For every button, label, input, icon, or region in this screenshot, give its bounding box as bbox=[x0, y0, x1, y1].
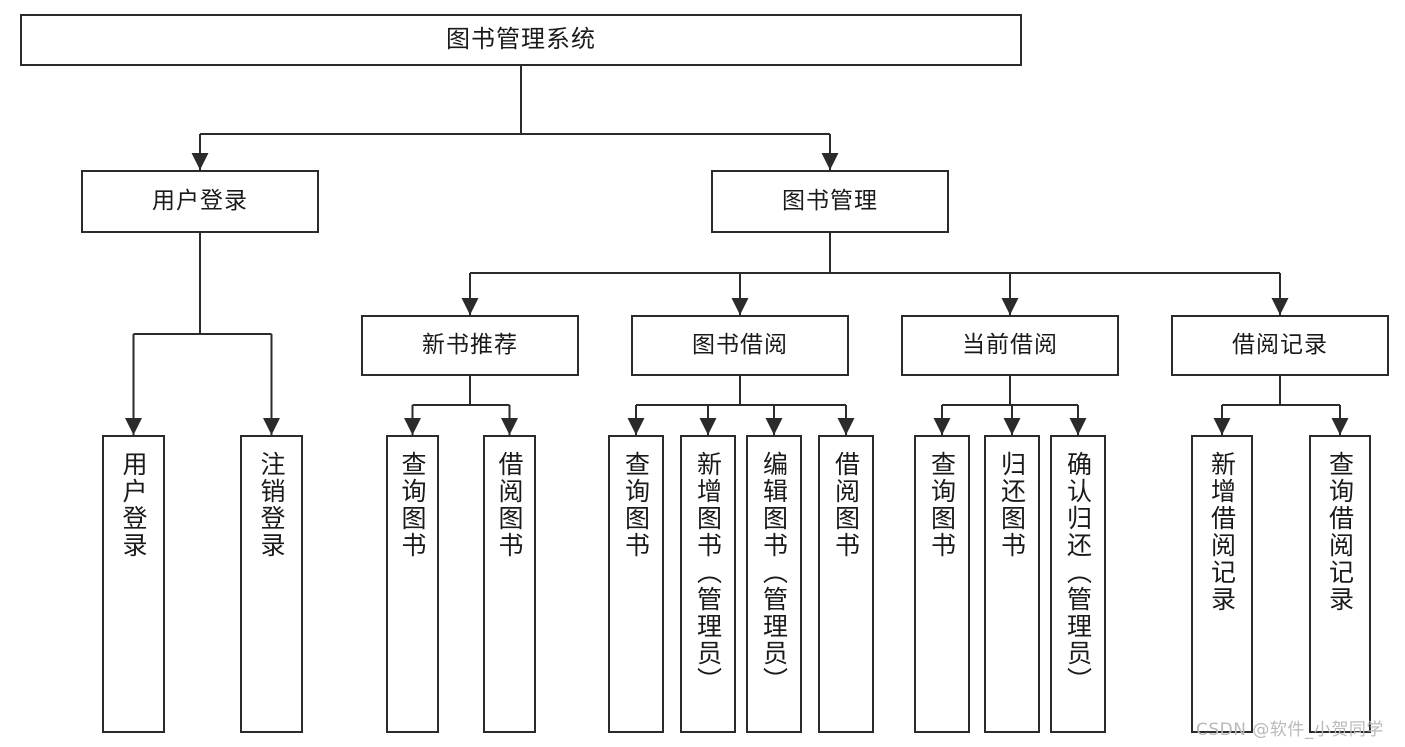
leaf-borrow-books[interactable]: 借阅图书 bbox=[818, 435, 874, 733]
node-label: 新增图书（管理员） bbox=[693, 451, 723, 694]
leaf-query-books-current[interactable]: 查询图书 bbox=[914, 435, 970, 733]
node-label: 确认归还（管理员） bbox=[1063, 451, 1093, 694]
leaf-add-book-admin[interactable]: 新增图书（管理员） bbox=[680, 435, 736, 733]
node-label: 归还图书 bbox=[997, 451, 1027, 559]
node-label: 借阅记录 bbox=[1232, 332, 1328, 359]
node-label: 注销登录 bbox=[257, 451, 286, 559]
node-user-login[interactable]: 用户登录 bbox=[81, 170, 319, 233]
node-current-borrowing[interactable]: 当前借阅 bbox=[901, 315, 1119, 376]
node-label: 编辑图书（管理员） bbox=[759, 451, 789, 694]
leaf-user-login[interactable]: 用户登录 bbox=[102, 435, 165, 733]
watermark: CSDN @软件_小贺同学 bbox=[1196, 720, 1384, 740]
node-new-book-recommendation[interactable]: 新书推荐 bbox=[361, 315, 579, 376]
leaf-borrow-books-recommend[interactable]: 借阅图书 bbox=[483, 435, 536, 733]
node-label: 借阅图书 bbox=[831, 451, 861, 559]
leaf-confirm-return-admin[interactable]: 确认归还（管理员） bbox=[1050, 435, 1106, 733]
node-book-management[interactable]: 图书管理 bbox=[711, 170, 949, 233]
node-label: 图书借阅 bbox=[692, 332, 788, 359]
leaf-add-borrow-record[interactable]: 新增借阅记录 bbox=[1191, 435, 1253, 733]
leaf-query-books-borrowing[interactable]: 查询图书 bbox=[608, 435, 664, 733]
node-label: 用户登录 bbox=[152, 188, 248, 215]
node-label: 新书推荐 bbox=[422, 332, 518, 359]
node-borrow-records[interactable]: 借阅记录 bbox=[1171, 315, 1389, 376]
node-label: 借阅图书 bbox=[495, 451, 524, 559]
node-label: 查询图书 bbox=[398, 451, 427, 559]
node-book-borrowing[interactable]: 图书借阅 bbox=[631, 315, 849, 376]
node-label: 查询借阅记录 bbox=[1325, 451, 1355, 613]
node-root[interactable]: 图书管理系统 bbox=[20, 14, 1022, 66]
node-label: 新增借阅记录 bbox=[1207, 451, 1237, 613]
node-label: 当前借阅 bbox=[962, 332, 1058, 359]
node-label: 图书管理 bbox=[782, 188, 878, 215]
leaf-return-books[interactable]: 归还图书 bbox=[984, 435, 1040, 733]
node-label: 查询图书 bbox=[927, 451, 957, 559]
leaf-query-borrow-record[interactable]: 查询借阅记录 bbox=[1309, 435, 1371, 733]
leaf-logout[interactable]: 注销登录 bbox=[240, 435, 303, 733]
node-label: 图书管理系统 bbox=[446, 25, 596, 54]
leaf-edit-book-admin[interactable]: 编辑图书（管理员） bbox=[746, 435, 802, 733]
node-label: 用户登录 bbox=[119, 451, 148, 559]
leaf-query-books-recommend[interactable]: 查询图书 bbox=[386, 435, 439, 733]
node-label: 查询图书 bbox=[621, 451, 651, 559]
